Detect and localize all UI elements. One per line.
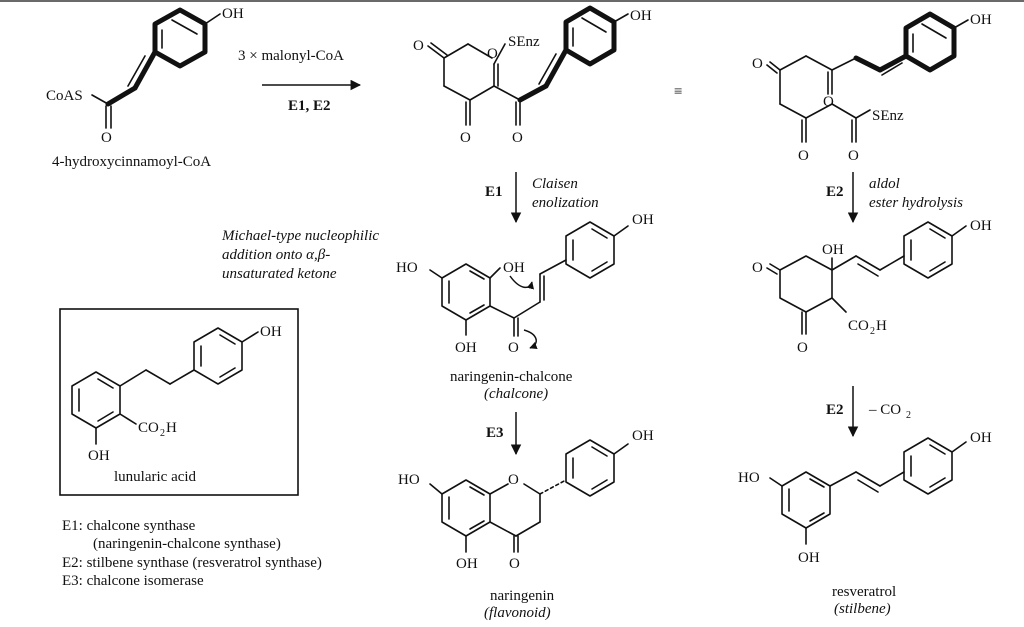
molecule-polyketide-b: OH O O O O SEnz — [752, 11, 992, 164]
molecule-hydroxycinnamoyl-coa: OH O CoAS — [46, 6, 244, 146]
atom-ho: HO — [738, 470, 760, 486]
atom-o: O — [508, 340, 519, 356]
atom-ho: HO — [396, 260, 418, 276]
atom-o: O — [413, 38, 424, 54]
enzyme-e3: E3 — [486, 425, 504, 441]
molecule-polyketide-a: OH O SEnz O O O — [413, 5, 652, 146]
atom-o: O — [752, 260, 763, 276]
svg-text:H: H — [876, 318, 887, 334]
enzyme-e1: E1 — [485, 184, 503, 200]
atom-oh: OH — [630, 8, 652, 24]
enzymes-e1-e2: E1, E2 — [288, 98, 331, 114]
molecule-naringenin-chalcone: HO OH OH O OH — [396, 212, 654, 356]
atom-oh: OH — [970, 218, 992, 234]
svg-text:2: 2 — [906, 410, 911, 421]
svg-text:2: 2 — [160, 428, 165, 439]
label-claisen: Claisen — [532, 176, 578, 192]
atom-senz: SEnz — [508, 34, 540, 50]
atom-senz: SEnz — [872, 108, 904, 124]
atom-o: O — [487, 46, 498, 62]
atom-o: O — [460, 130, 471, 146]
atom-coas: CoAS — [46, 88, 83, 104]
atom-oh: OH — [455, 340, 477, 356]
atom-oh: OH — [970, 430, 992, 446]
molecule-aldol-intermediate: O O OH CO 2 H OH — [752, 218, 992, 356]
enzyme-legend: E1: chalcone synthase (naringenin-chalco… — [62, 518, 322, 589]
reagent-malonyl-coa: 3 × malonyl-CoA — [238, 48, 344, 64]
atom-o: O — [101, 130, 112, 146]
atom-oh: OH — [222, 6, 244, 22]
label-resveratrol: resveratrol — [832, 584, 896, 600]
enzyme-e2: E2 — [826, 184, 844, 200]
svg-text:H: H — [166, 420, 177, 436]
atom-oh: OH — [88, 448, 110, 464]
atom-oh: OH — [503, 260, 525, 276]
label-aldol: aldol — [869, 176, 900, 192]
legend-e1-alt: (naringenin-chalcone synthase) — [93, 536, 281, 552]
label-hydroxycinnamoyl-coa: 4-hydroxycinnamoyl-CoA — [52, 154, 211, 170]
atom-oh: OH — [632, 212, 654, 228]
label-naringenin-chalcone: naringenin-chalcone — [450, 369, 573, 385]
enzyme-e2b: E2 — [826, 402, 844, 418]
atom-o: O — [509, 556, 520, 572]
legend-e1: E1: chalcone synthase — [62, 518, 196, 534]
atom-o: O — [797, 340, 808, 356]
atom-oh: OH — [822, 242, 844, 258]
atom-co2h: CO — [138, 420, 159, 436]
svg-text:2: 2 — [870, 326, 875, 337]
lunularic-acid-box — [59, 308, 299, 496]
atom-o: O — [752, 56, 763, 72]
label-michael-2: addition onto α,β- — [222, 247, 330, 263]
atom-co2h: CO — [848, 318, 869, 334]
legend-e2: E2: stilbene synthase (resveratrol synth… — [62, 555, 322, 571]
label-ester-hydrolysis: ester hydrolysis — [869, 195, 963, 211]
atom-ho: HO — [398, 472, 420, 488]
atom-o: O — [512, 130, 523, 146]
label-flavonoid-class: (flavonoid) — [484, 605, 551, 621]
equivalence-sign: ≡ — [674, 84, 682, 100]
atom-o: O — [823, 94, 834, 110]
label-stilbene-class: (stilbene) — [834, 601, 891, 617]
molecule-resveratrol: HO OH OH — [738, 430, 992, 566]
atom-oh: OH — [798, 550, 820, 566]
atom-oh: OH — [970, 12, 992, 28]
molecule-lunularic-acid: OH CO 2 H OH — [71, 324, 282, 464]
atom-oh: OH — [632, 428, 654, 444]
atom-o: O — [848, 148, 859, 164]
atom-o: O — [508, 472, 519, 488]
label-michael-3: unsaturated ketone — [222, 266, 337, 282]
molecule-naringenin: HO OH O O OH — [398, 428, 654, 572]
legend-e3: E3: chalcone isomerase — [62, 573, 204, 589]
label-naringenin: naringenin — [490, 588, 555, 604]
label-enolization: enolization — [532, 195, 599, 211]
label-michael-1: Michael-type nucleophilic — [221, 228, 379, 244]
label-lunularic-acid: lunularic acid — [114, 469, 197, 485]
label-chalcone-class: (chalcone) — [484, 386, 548, 402]
label-minus-co2: – CO — [868, 402, 901, 418]
atom-o: O — [798, 148, 809, 164]
atom-oh: OH — [456, 556, 478, 572]
atom-oh: OH — [260, 324, 282, 340]
